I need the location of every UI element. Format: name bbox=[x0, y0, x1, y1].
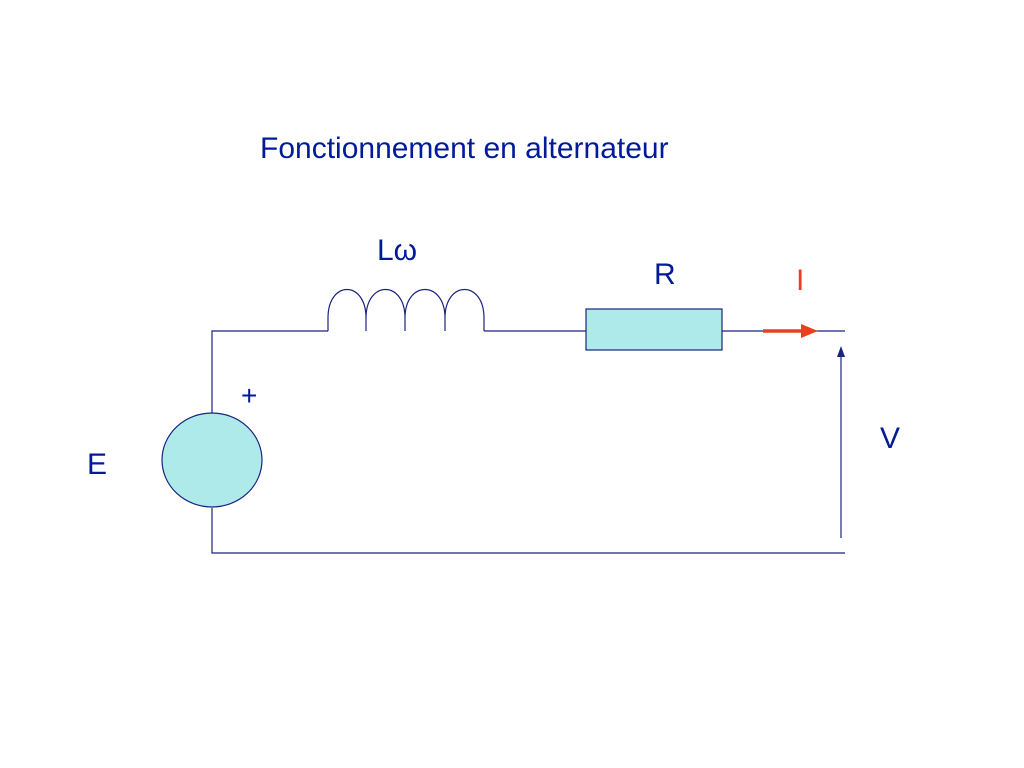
resistance-label: R bbox=[654, 258, 676, 291]
wire-left-top bbox=[211, 330, 328, 413]
current-label: I bbox=[796, 264, 805, 297]
inductance-label: Lω bbox=[377, 234, 418, 267]
inductor bbox=[327, 289, 485, 331]
wire-bottom bbox=[211, 508, 845, 554]
source-label: E bbox=[87, 448, 108, 481]
current-arrow bbox=[763, 324, 818, 338]
polarity-plus-label: + bbox=[241, 380, 258, 411]
slide-title: Fonctionnement en alternateur bbox=[260, 132, 669, 165]
voltage-label: V bbox=[880, 422, 901, 455]
voltage-arrow bbox=[837, 346, 845, 538]
voltage-source bbox=[161, 412, 263, 508]
resistor bbox=[585, 308, 723, 351]
